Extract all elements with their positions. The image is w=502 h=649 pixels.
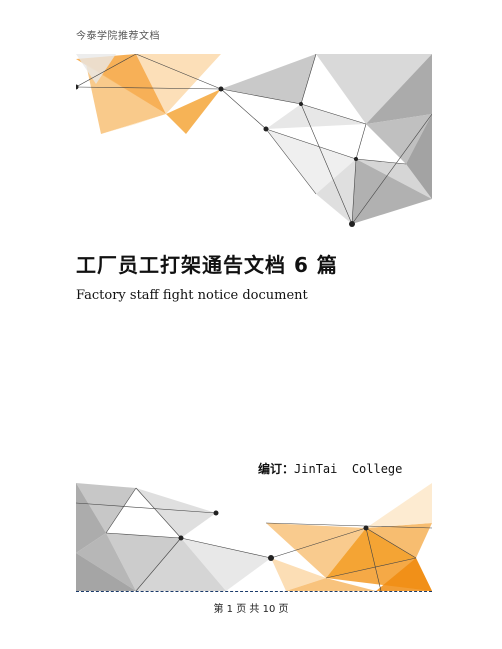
footer-divider — [76, 591, 432, 592]
bottom-decorative-graphic — [76, 483, 432, 591]
document-title-en: Factory staff fight notice document — [76, 288, 308, 303]
editor-line: 编订：JinTai College — [258, 460, 402, 477]
editor-label: 编订： — [258, 462, 295, 476]
top-decorative-graphic — [76, 54, 432, 227]
editor-name: JinTai College — [294, 462, 403, 476]
document-title-cn: 工厂员工打架通告文档 6 篇 — [76, 253, 338, 277]
header-text: 今泰学院推荐文档 — [76, 31, 160, 42]
page-number: 第 1 页 共 10 页 — [213, 604, 289, 615]
